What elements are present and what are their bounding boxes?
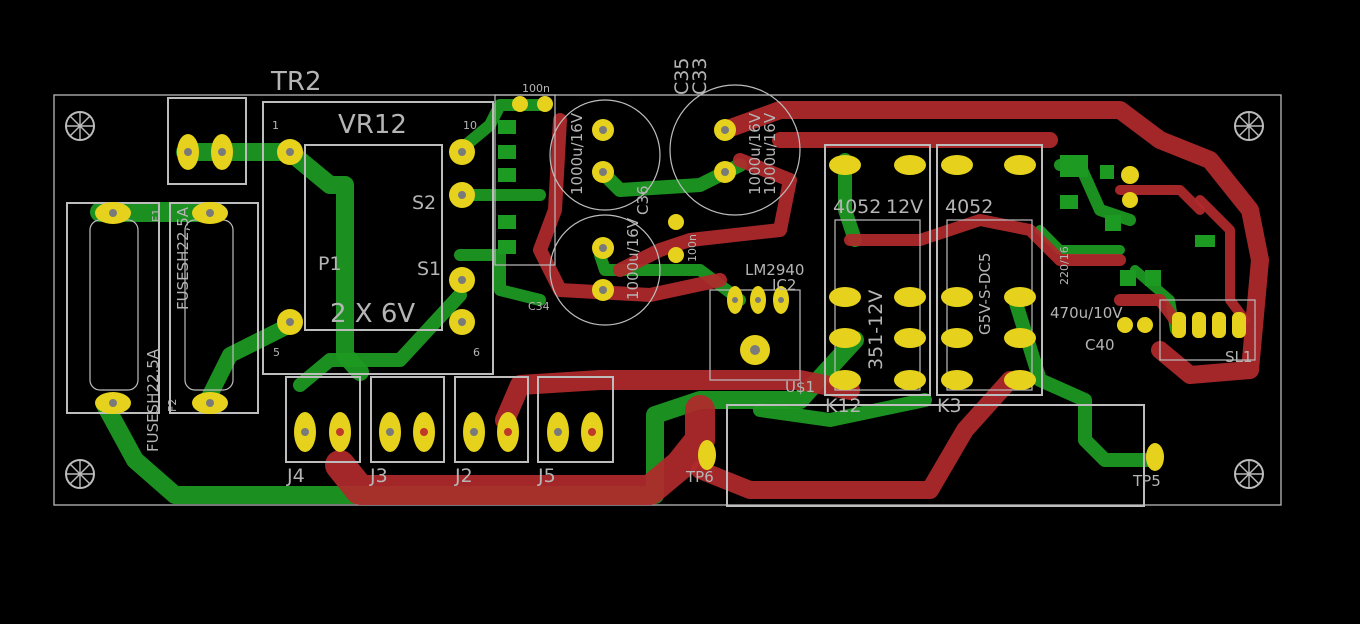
- pads: [95, 96, 1246, 471]
- label-pin6: 6: [473, 346, 480, 359]
- label-pin5: 5: [273, 346, 280, 359]
- label-c36: C36: [634, 185, 652, 215]
- label-4052b: 4052: [945, 196, 993, 218]
- label-cap1000d: 1000u/16V: [624, 217, 642, 300]
- label-pin1: 1: [272, 119, 279, 132]
- mounting-hole-br: [1234, 459, 1264, 489]
- label-j3: J3: [369, 465, 388, 487]
- label-c34: C34: [528, 300, 550, 313]
- label-relay1: 351-12V: [865, 290, 887, 370]
- mounting-hole-bl: [65, 459, 95, 489]
- label-j2: J2: [454, 465, 473, 487]
- label-c33: C33: [689, 58, 711, 95]
- label-100n: 100n: [522, 82, 550, 95]
- label-tr2: TR2: [270, 67, 322, 97]
- label-cap1000b: 1000u/16V: [746, 112, 764, 195]
- mounting-hole-tr: [1234, 111, 1264, 141]
- label-100n-b: 100n: [686, 234, 699, 262]
- label-c40: C40: [1085, 336, 1115, 354]
- label-sl1: SL1: [1225, 348, 1252, 366]
- label-vr12: VR12: [338, 110, 407, 140]
- label-j5: J5: [537, 465, 556, 487]
- label-p1: P1: [318, 253, 342, 275]
- label-lm2940: LM2940: [745, 261, 804, 279]
- label-ic2: IC2: [772, 276, 796, 294]
- label-xfmr: 2 X 6V: [330, 299, 415, 329]
- label-12v: 12V: [886, 196, 923, 218]
- label-f1: F1: [150, 209, 163, 222]
- label-tp6: TP6: [685, 468, 714, 486]
- labels: TR2 VR12 1 10 5 6 P1 S2 S1 2 X 6V FUSESH…: [144, 58, 1252, 490]
- label-relay2: G5V-S-DC5: [976, 253, 994, 335]
- label-cap1000a: 1000u/16V: [568, 112, 586, 195]
- label-s2: S2: [412, 192, 436, 214]
- label-us1: U$1: [785, 378, 815, 396]
- label-j4: J4: [286, 465, 305, 487]
- label-4052a: 4052: [833, 196, 881, 218]
- label-f2: F2: [166, 399, 179, 412]
- label-k3: K3: [937, 395, 962, 417]
- label-c35: C35: [671, 58, 693, 95]
- smd-pads: [498, 120, 1215, 286]
- board-outline: [53, 94, 1282, 506]
- label-cap1000c: 1000u/16V: [761, 112, 779, 195]
- label-tp5: TP5: [1132, 472, 1161, 490]
- mounting-hole-tl: [65, 111, 95, 141]
- label-k12: K12: [825, 395, 862, 417]
- label-470: 470u/10V: [1050, 304, 1123, 322]
- label-fuse1: FUSESH22,5A: [174, 206, 192, 310]
- top-layer-traces: [325, 101, 1269, 505]
- label-pin10: 10: [463, 119, 477, 132]
- label-fuse2: FUSESH22,5A: [144, 348, 162, 452]
- label-s1: S1: [417, 258, 441, 280]
- label-220: 220/16: [1058, 246, 1071, 285]
